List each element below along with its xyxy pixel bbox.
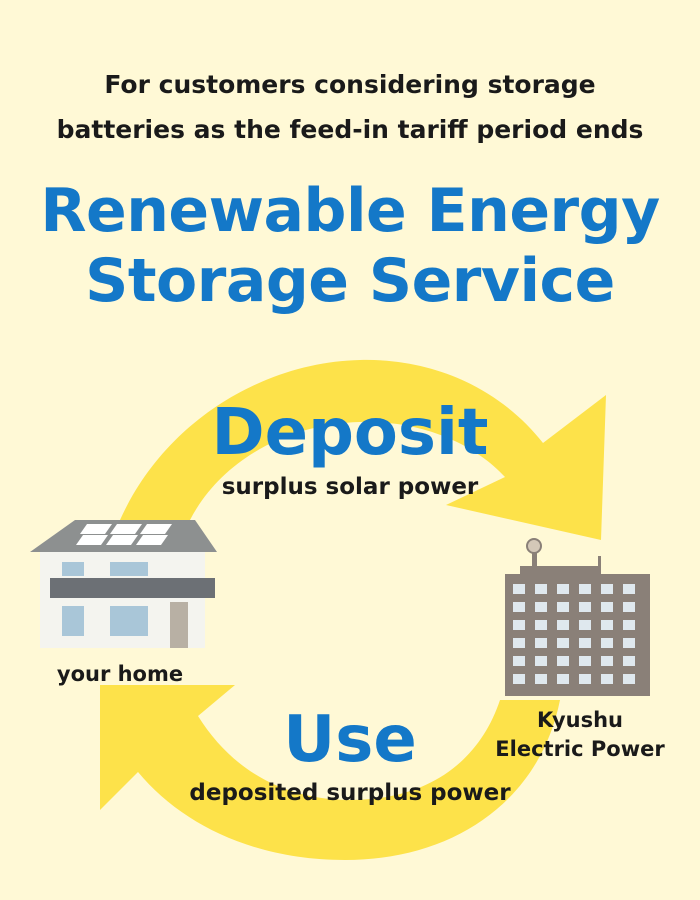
page-title: Renewable Energy Storage Service: [0, 176, 700, 316]
building-window: [623, 584, 635, 594]
building-window: [579, 674, 591, 684]
building-window: [513, 584, 525, 594]
building-window: [601, 602, 613, 612]
deposit-heading: Deposit: [211, 396, 489, 470]
deposit-caption: surplus solar power: [221, 474, 479, 500]
building-window: [557, 674, 569, 684]
home-label: your home: [56, 662, 184, 686]
building-window: [623, 656, 635, 666]
building-window: [557, 602, 569, 612]
building-window: [601, 584, 613, 594]
building-window: [535, 674, 547, 684]
home-icon: [30, 520, 217, 648]
building-window: [601, 674, 613, 684]
title-line-2: Storage Service: [85, 246, 615, 316]
building-window: [557, 656, 569, 666]
building-window: [557, 638, 569, 648]
building-window: [513, 638, 525, 648]
title-line-1: Renewable Energy: [40, 176, 660, 246]
building-window: [601, 620, 613, 630]
building-window: [623, 674, 635, 684]
building-window: [579, 602, 591, 612]
building-window: [623, 620, 635, 630]
intro-line-2: batteries as the feed-in tariff period e…: [56, 115, 644, 144]
utility-label-line-1: Kyushu: [537, 708, 623, 732]
building-window: [601, 656, 613, 666]
use-arrow: [100, 685, 560, 860]
building-window: [513, 620, 525, 630]
building-window: [535, 602, 547, 612]
intro-line-1: For customers considering storage: [104, 70, 596, 99]
building-window: [579, 620, 591, 630]
utility-label: Kyushu Electric Power: [480, 706, 680, 764]
building-window: [535, 584, 547, 594]
use-caption: deposited surplus power: [189, 780, 511, 806]
building-window: [535, 638, 547, 648]
building-window: [601, 638, 613, 648]
building-window: [513, 602, 525, 612]
building-window: [579, 638, 591, 648]
utility-label-line-2: Electric Power: [495, 737, 665, 761]
building-window: [557, 620, 569, 630]
building-window: [579, 656, 591, 666]
building-window: [557, 584, 569, 594]
intro-text: For customers considering storage batter…: [0, 62, 700, 152]
building-windows: [513, 584, 635, 684]
building-window: [513, 674, 525, 684]
building-icon: [505, 538, 650, 696]
building-window: [513, 656, 525, 666]
building-window: [579, 584, 591, 594]
deposit-arrow: [120, 359, 606, 540]
building-window: [535, 620, 547, 630]
use-heading: Use: [283, 703, 417, 777]
building-window: [623, 638, 635, 648]
building-window: [535, 656, 547, 666]
building-window: [623, 602, 635, 612]
